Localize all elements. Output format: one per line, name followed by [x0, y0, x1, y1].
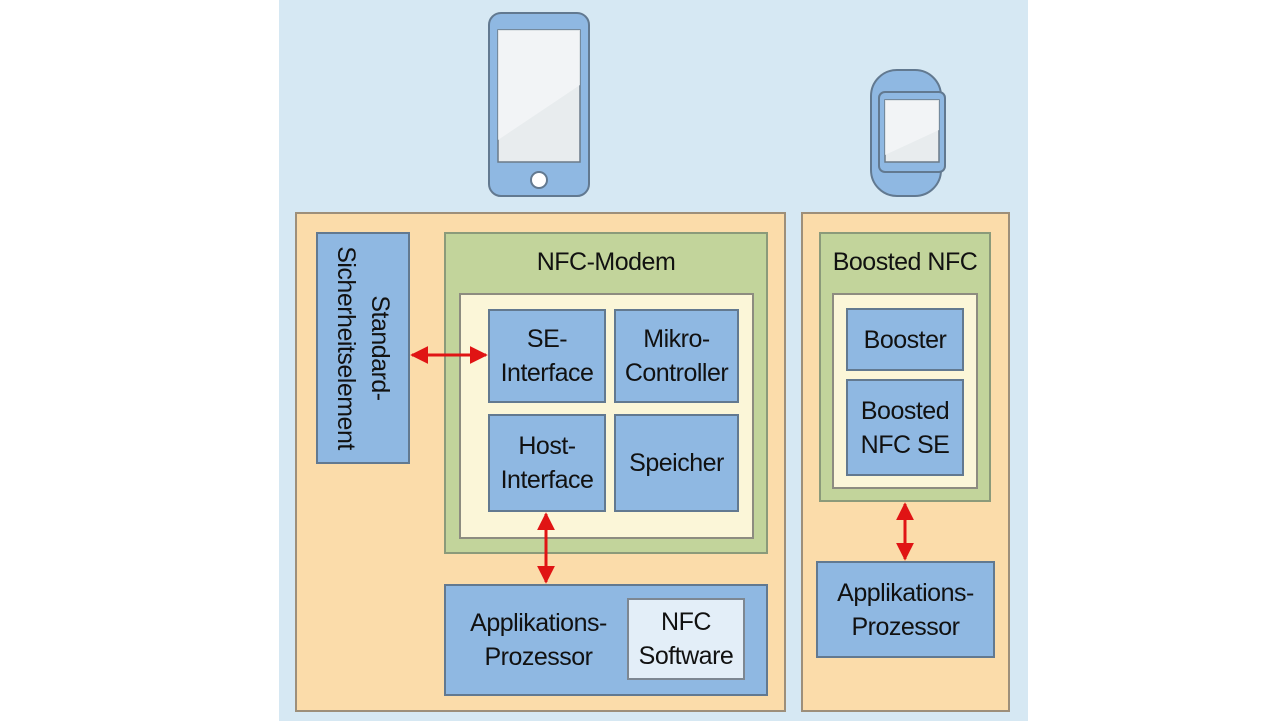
- smartphone-icon: [488, 12, 590, 197]
- connection-arrows: [410, 346, 914, 584]
- device-illustrations: [488, 12, 946, 197]
- mikro-controller-block: Mikro- Controller: [614, 309, 739, 403]
- standard-sicherheitselement-block: Standard- Sicherheitselement: [316, 232, 410, 464]
- boosted-nfc-se-block: Boosted NFC SE: [846, 379, 964, 476]
- watch-applikations-prozessor-block: Applikations- Prozessor: [816, 561, 995, 658]
- booster-block: Booster: [846, 308, 964, 371]
- host-interface-block: Host- Interface: [488, 414, 606, 512]
- nfc-modem-title: NFC-Modem: [536, 248, 676, 276]
- se-interface-block: SE- Interface: [488, 309, 606, 403]
- nfc-software-block: NFC Software: [627, 598, 745, 680]
- applikations-prozessor-label: Applikations- Prozessor: [470, 609, 607, 671]
- boosted-nfc-title: Boosted NFC: [832, 248, 978, 276]
- speicher-block: Speicher: [614, 414, 739, 512]
- smartwatch-icon: [870, 69, 946, 197]
- diagram-canvas: Standard- Sicherheitselement NFC-Modem S…: [279, 0, 1028, 721]
